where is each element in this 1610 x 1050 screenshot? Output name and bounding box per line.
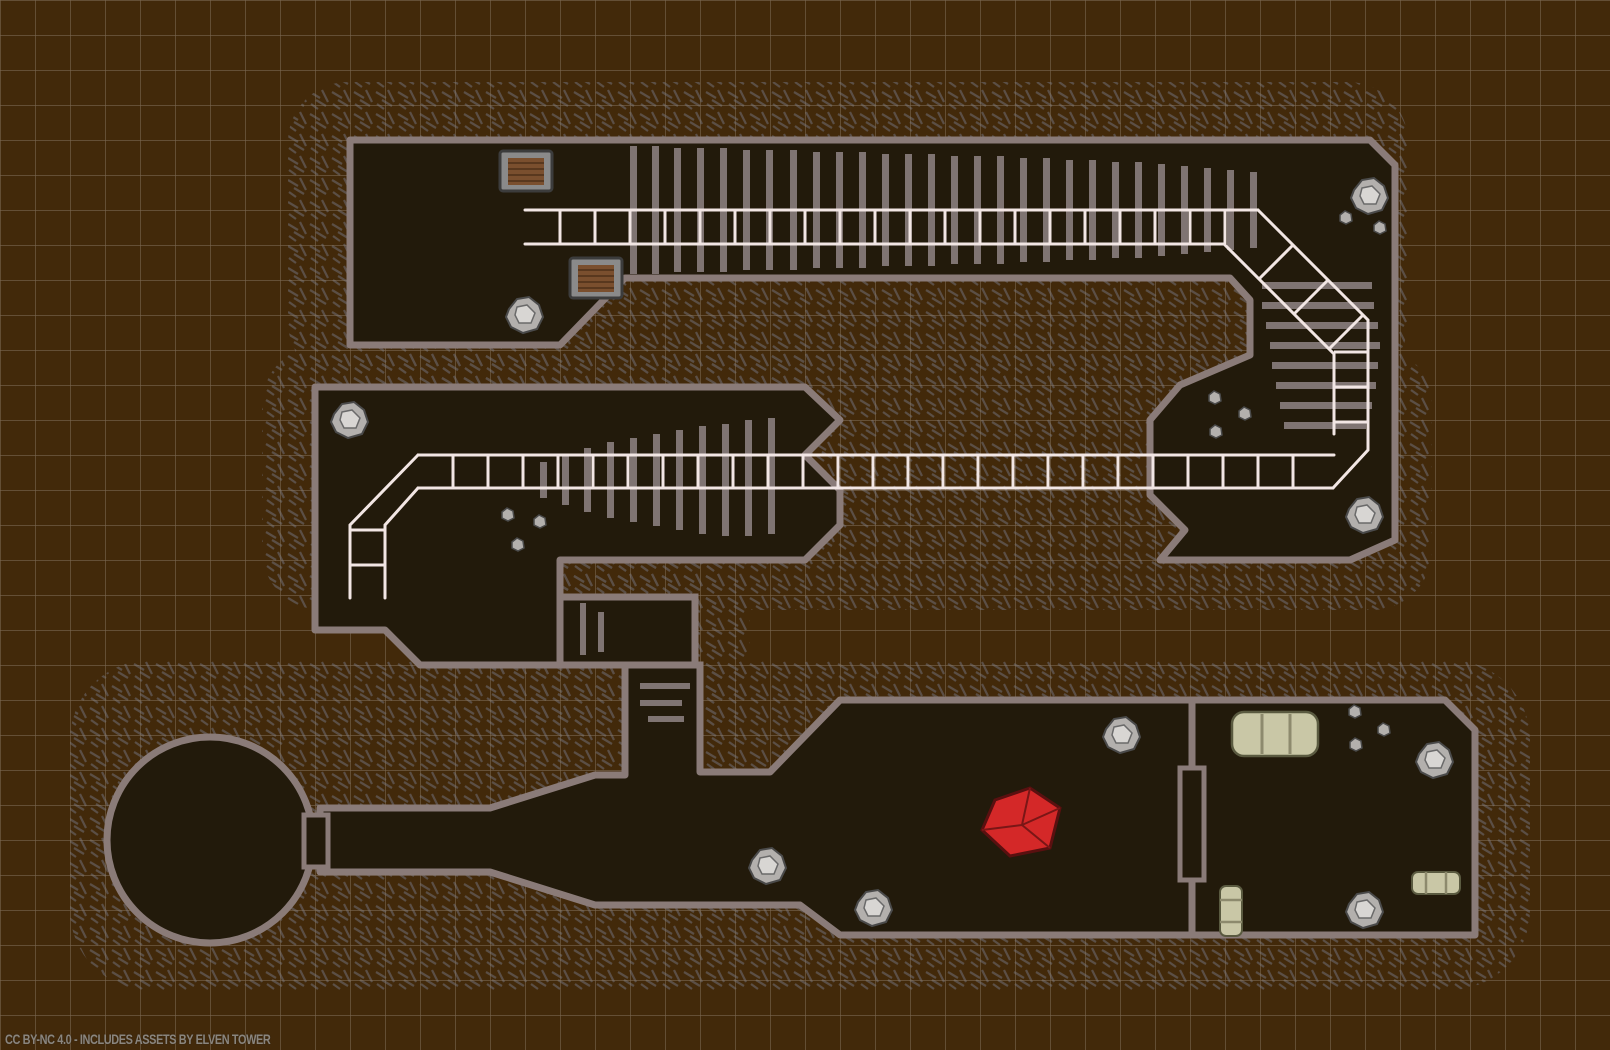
rail-tie [1292,278,1330,316]
rail-tie [1257,243,1295,281]
rubble-rock-icon [1339,210,1353,225]
rubble-rock-icon [1377,722,1391,737]
red-crystal-icon [980,786,1062,858]
rubble-rock-icon [1348,704,1362,719]
sack-icon [1230,710,1320,758]
round-chamber-door [301,812,331,870]
shaft-stairs [580,603,690,722]
middle-stairs [540,418,775,536]
rubble-rock-icon [511,537,525,552]
mine-cart-icon [498,149,554,193]
barrel-icon [1219,885,1243,937]
rubble-rock-icon [533,514,547,529]
round-chamber [103,733,317,947]
rubble-rock-icon [1209,424,1223,439]
rail-tie [1327,313,1365,351]
mine-cart-icon [568,256,624,300]
rubble-rock-icon [1349,737,1363,752]
barrel-icon [1411,871,1461,895]
rubble-rock-icon [1208,390,1222,405]
map-credit: CC BY-NC 4.0 - INCLUDES ASSETS BY ELVEN … [5,1031,271,1047]
rubble-rock-icon [1238,406,1252,421]
rubble-rock-icon [1373,220,1387,235]
rubble-rock-icon [501,507,515,522]
rail-ties [350,210,1368,567]
partition-door [1177,765,1207,883]
